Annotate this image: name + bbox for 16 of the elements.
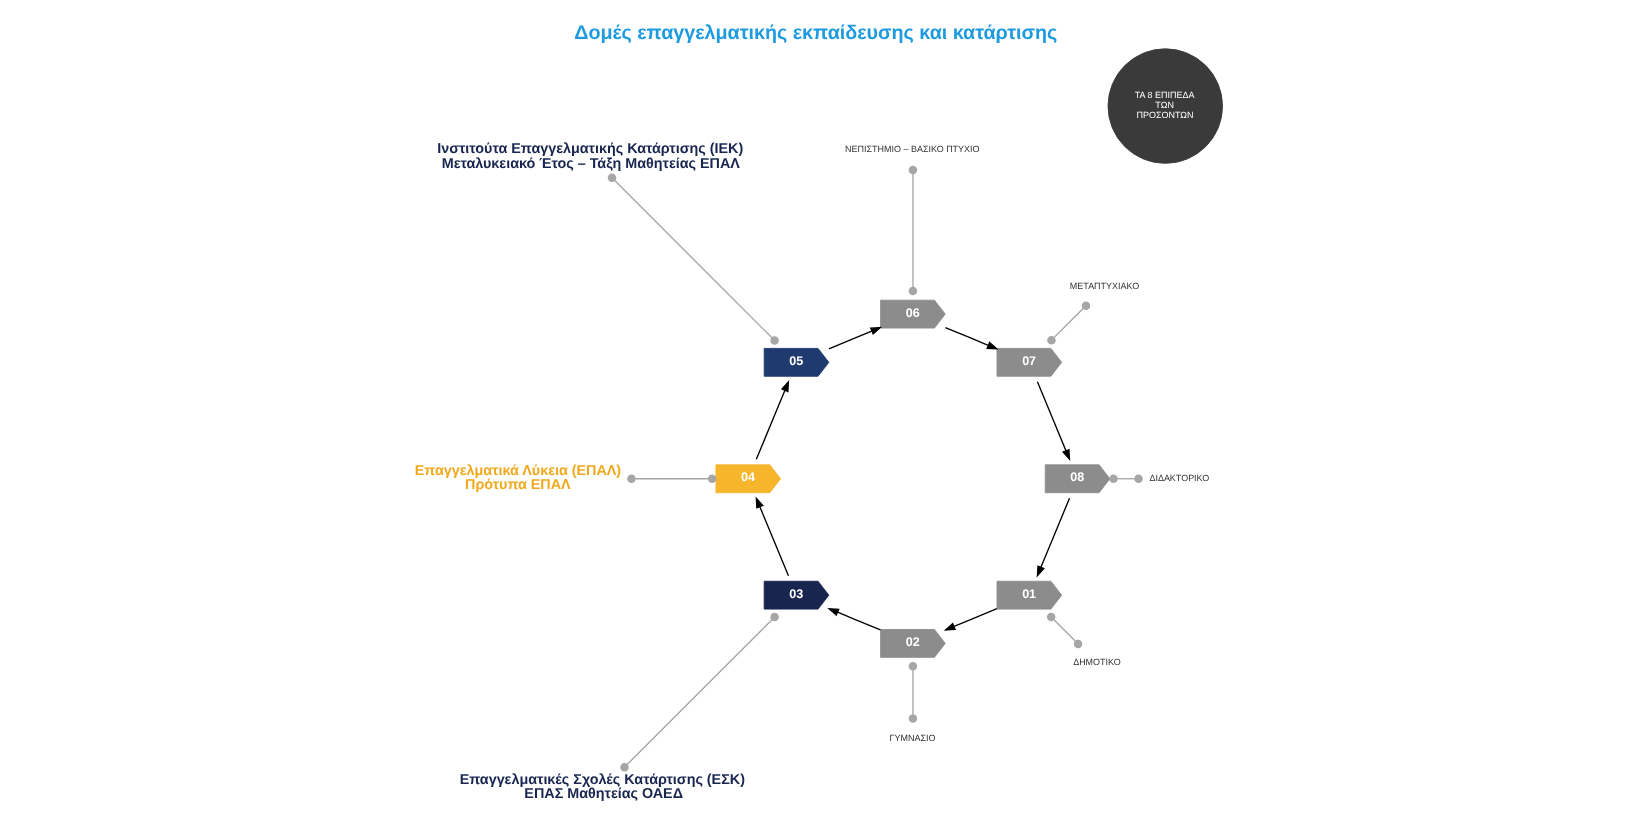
arrow	[943, 326, 998, 350]
arrow	[826, 607, 881, 631]
arrow	[754, 380, 789, 460]
connector	[619, 612, 778, 772]
arrow	[1035, 497, 1070, 578]
connector	[1045, 612, 1082, 649]
connector	[907, 165, 917, 296]
arrow	[827, 326, 882, 350]
connector	[606, 173, 778, 345]
arrow	[942, 607, 997, 631]
connector	[1046, 301, 1090, 345]
diagram-title: Δομές επαγγελματικής εκπαίδευσης και κατάρτισης	[573, 22, 1057, 45]
arrow	[754, 496, 789, 577]
connector	[907, 662, 917, 723]
connector	[626, 474, 716, 484]
arrow	[1035, 381, 1070, 462]
